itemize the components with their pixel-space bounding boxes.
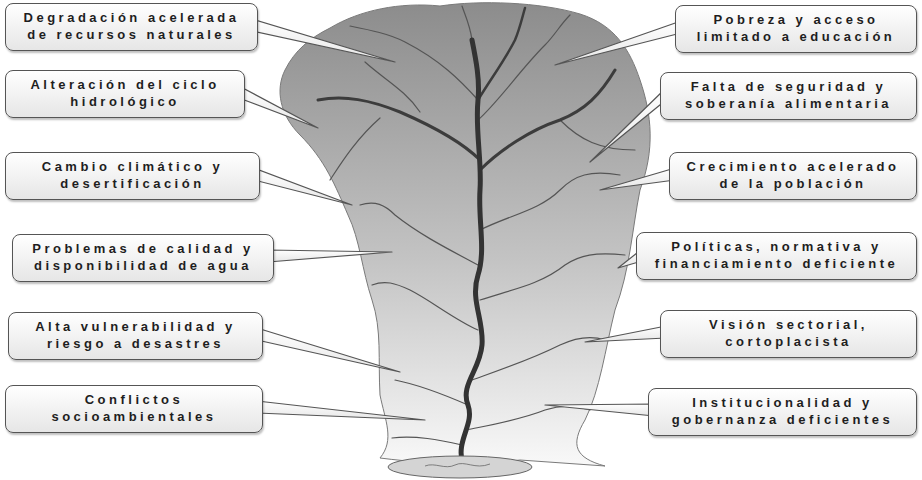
callout-box: Crecimiento acelerado de la población — [669, 152, 917, 200]
lake-ripples — [425, 464, 490, 467]
callout-text: Conflictos socioambientales — [14, 392, 254, 426]
tributary — [350, 26, 478, 100]
callout-tail — [600, 168, 675, 190]
callout-box: Alta vulnerabilidad y riesgo a desastres — [8, 312, 263, 360]
callout-text: Alta vulnerabilidad y riesgo a desastres — [17, 319, 254, 353]
callout-tail — [239, 86, 318, 128]
callout-text: Cambio climático y desertificación — [14, 159, 251, 193]
callout-box: Degradación acelerada de recursos natura… — [5, 3, 258, 51]
river-branch — [318, 98, 480, 160]
callout-text: Problemas de calidad y disponibilidad de… — [21, 241, 265, 275]
callout-box: Problemas de calidad y disponibilidad de… — [12, 234, 274, 282]
callout-tail — [585, 326, 666, 342]
tributary — [395, 380, 468, 405]
tributary — [330, 118, 380, 180]
tributary — [372, 283, 478, 330]
callout-tail — [555, 21, 681, 65]
callout-tail — [257, 401, 425, 420]
tributary — [480, 173, 620, 230]
callout-tail — [257, 328, 400, 372]
callout-box: Alteración del ciclo hidrológico — [5, 70, 245, 118]
callout-box: Falta de seguridad y soberanía alimentar… — [660, 72, 917, 120]
callout-text: Pobreza y acceso limitado a educación — [684, 12, 908, 46]
callout-tail — [268, 250, 392, 262]
tributary — [472, 338, 605, 380]
main-river — [461, 40, 482, 465]
callout-text: Alteración del ciclo hidrológico — [14, 77, 236, 111]
tributary — [462, 6, 472, 40]
callout-box: Institucionalidad y gobernanza deficient… — [648, 388, 917, 436]
tributary — [392, 437, 462, 445]
outlet-lake — [388, 456, 532, 478]
callout-box: Políticas, normativa y financiamiento de… — [636, 232, 917, 280]
river-branch — [478, 8, 525, 100]
callout-text: Visión sectorial, cortoplacista — [669, 317, 908, 351]
callout-tail — [252, 19, 395, 62]
callout-text: Políticas, normativa y financiamiento de… — [645, 239, 908, 273]
callout-box: Cambio climático y desertificación — [5, 152, 260, 200]
callout-tail — [590, 88, 666, 162]
river-branch — [480, 70, 615, 170]
callout-tails — [239, 19, 681, 420]
tributary — [478, 15, 570, 120]
callout-box: Pobreza y acceso limitado a educación — [675, 5, 917, 53]
tributary — [480, 254, 625, 300]
callout-text: Crecimiento acelerado de la población — [678, 159, 908, 193]
callout-tail — [545, 404, 654, 416]
callout-text: Degradación acelerada de recursos natura… — [14, 10, 249, 44]
callout-text: Institucionalidad y gobernanza deficient… — [657, 395, 908, 429]
callout-box: Visión sectorial, cortoplacista — [660, 310, 917, 358]
callout-tail — [254, 168, 352, 205]
tributary — [466, 406, 590, 430]
callout-text: Falta de seguridad y soberanía alimentar… — [669, 79, 908, 113]
main-branches — [318, 8, 615, 170]
tributary — [360, 203, 478, 265]
callout-box: Conflictos socioambientales — [5, 385, 263, 433]
